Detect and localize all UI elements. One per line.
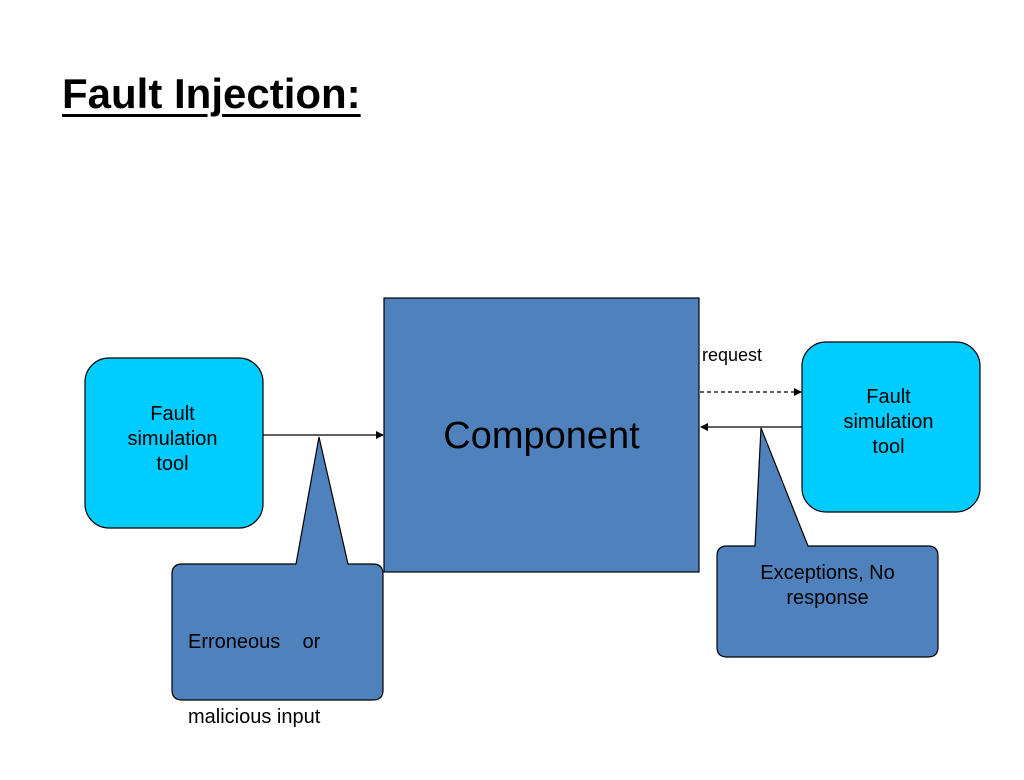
- right-tool-line2: simulation: [843, 411, 934, 433]
- component-label: Component: [443, 415, 640, 457]
- right-callout-line1: Exceptions, No: [760, 562, 895, 584]
- left-callout-shape: [171, 436, 384, 701]
- left-callout-line1: Erroneous or: [188, 631, 321, 653]
- request-label: request: [702, 345, 763, 365]
- left-tool-line1: Fault: [150, 403, 195, 425]
- left-fault-tool-box: [84, 357, 264, 529]
- right-tool-label: Fault simulation tool: [816, 385, 961, 460]
- left-tool-label: Fault simulation tool: [100, 402, 245, 477]
- right-tool-line1: Fault: [866, 386, 911, 408]
- left-tool-line2: simulation: [127, 428, 218, 450]
- right-callout-label: Exceptions, No response: [717, 561, 938, 611]
- right-callout-shape: [716, 427, 939, 658]
- right-callout-line2: response: [786, 587, 869, 609]
- component-box: [383, 297, 700, 573]
- slide-title: Fault Injection:: [62, 70, 361, 117]
- left-tool-line3: tool: [156, 453, 189, 475]
- left-callout-line2: malicious input: [188, 706, 321, 728]
- left-callout-label: Erroneous or malicious input: [188, 580, 320, 780]
- right-tool-line3: tool: [872, 436, 905, 458]
